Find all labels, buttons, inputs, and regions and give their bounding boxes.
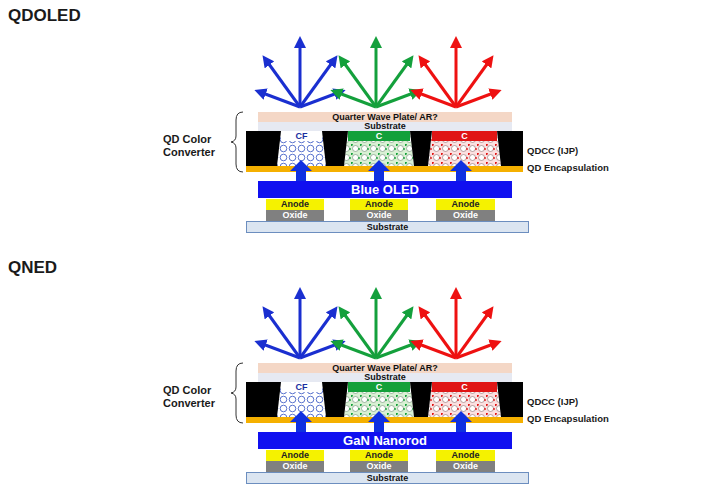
layer-name: Substrate bbox=[364, 122, 406, 131]
layer-name: CF bbox=[296, 382, 308, 392]
layer-name: Substrate bbox=[367, 221, 409, 233]
layer-label: QD Encapsulation bbox=[527, 163, 637, 174]
group-label: QD Color Converter bbox=[163, 133, 229, 158]
group-label: QD Color Converter bbox=[163, 384, 229, 409]
layer-name: Oxide bbox=[366, 210, 391, 221]
quarter-wave-band: Quarter Wave Plate/ AR? bbox=[258, 363, 512, 373]
anode-box: Anode bbox=[350, 450, 408, 461]
layer-name: Quarter Wave Plate/ AR? bbox=[332, 363, 437, 373]
top-substrate: Substrate bbox=[258, 373, 512, 382]
layer-name: Quarter Wave Plate/ AR? bbox=[332, 112, 437, 122]
anode-box: Anode bbox=[436, 199, 495, 210]
layer-name: Blue OLED bbox=[351, 181, 419, 198]
top-substrate: Substrate bbox=[258, 122, 512, 131]
quarter-wave-band: Quarter Wave Plate/ AR? bbox=[258, 112, 512, 122]
layer-name: Oxide bbox=[366, 461, 391, 472]
panel-heading: QNED bbox=[8, 258, 128, 278]
oxide-box: Oxide bbox=[350, 461, 408, 472]
layer-name: Anode bbox=[281, 450, 309, 461]
emitter-band: Blue OLED bbox=[258, 181, 512, 198]
qned-stack bbox=[231, 293, 523, 432]
layer-name: C bbox=[461, 131, 468, 141]
layer-name: C bbox=[376, 382, 383, 392]
qdoled-stack bbox=[231, 42, 523, 181]
layer-name: Anode bbox=[281, 199, 309, 210]
layer-name: Substrate bbox=[367, 472, 409, 484]
layer-label: QDCC (IJP) bbox=[527, 397, 637, 408]
anode-box: Anode bbox=[436, 450, 495, 461]
layer-name: Anode bbox=[365, 450, 393, 461]
layer-label: QDCC (IJP) bbox=[527, 146, 637, 157]
layer-name: C bbox=[376, 131, 383, 141]
layer-name: Anode bbox=[365, 199, 393, 210]
oxide-box: Oxide bbox=[436, 210, 495, 221]
panel-heading: QDOLED bbox=[8, 6, 128, 26]
anode-box: Anode bbox=[350, 199, 408, 210]
oxide-box: Oxide bbox=[266, 461, 324, 472]
layer-name: Anode bbox=[452, 199, 480, 210]
layer-name: Oxide bbox=[453, 210, 478, 221]
layer-name: Substrate bbox=[364, 373, 406, 382]
emitter-band: GaN Nanorod bbox=[258, 432, 512, 449]
red-qd-cell: C bbox=[432, 131, 497, 141]
green-qd-cell: C bbox=[348, 131, 410, 141]
anode-box: Anode bbox=[266, 450, 324, 461]
red-qd-cell: C bbox=[432, 382, 497, 392]
oxide-box: Oxide bbox=[266, 210, 324, 221]
green-qd-cell: C bbox=[348, 382, 410, 392]
layer-name: Anode bbox=[452, 450, 480, 461]
layer-name: C bbox=[461, 382, 468, 392]
anode-box: Anode bbox=[266, 199, 324, 210]
blue-cf-cell: CF bbox=[281, 382, 322, 392]
layer-label: QD Encapsulation bbox=[527, 414, 637, 425]
bottom-substrate: Substrate bbox=[246, 472, 529, 484]
oxide-box: Oxide bbox=[436, 461, 495, 472]
bottom-substrate: Substrate bbox=[246, 221, 529, 233]
layer-name: Oxide bbox=[453, 461, 478, 472]
layer-name: Oxide bbox=[282, 210, 307, 221]
layer-name: CF bbox=[296, 131, 308, 141]
layer-name: Oxide bbox=[282, 461, 307, 472]
layer-name: GaN Nanorod bbox=[343, 432, 427, 449]
oxide-box: Oxide bbox=[350, 210, 408, 221]
blue-cf-cell: CF bbox=[281, 131, 322, 141]
